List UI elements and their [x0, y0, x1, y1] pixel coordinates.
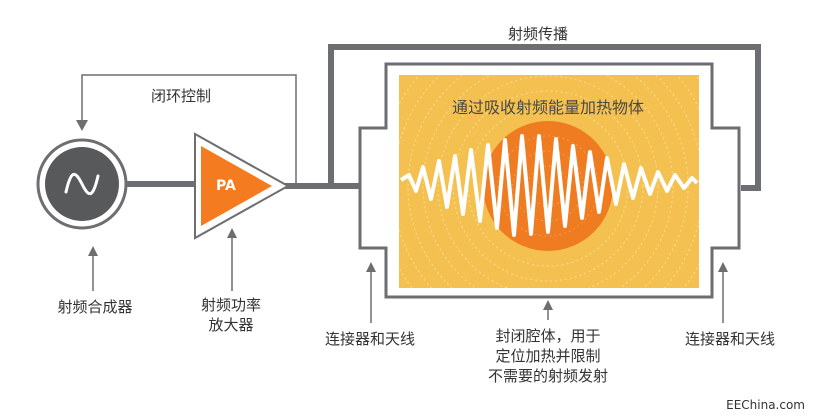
rf-wave: [399, 134, 699, 237]
closed-loop-arrowhead: [76, 120, 88, 131]
pa-label: PA: [216, 178, 236, 194]
rf-propagation-label: 射频传播: [507, 25, 568, 43]
rf-synth-label: 射频合成器: [57, 298, 133, 316]
connector-left-label: 连接器和天线: [324, 330, 415, 348]
cavity-note-label: 封闭腔体，用于 定位加热并限制 不需要的射频发射: [487, 327, 608, 385]
sine-wave-icon: [64, 173, 100, 195]
rf-amp-label: 射频功率 放大器: [200, 296, 261, 334]
heating-title: 通过吸收射频能量加热物体: [451, 98, 644, 117]
closed-loop-label: 闭环控制: [150, 87, 211, 105]
watermark: EEChina.com: [726, 398, 805, 412]
pointer-arrows: [88, 228, 728, 323]
pa-triangle-fill: [201, 146, 272, 226]
connector-right-label: 连接器和天线: [684, 330, 775, 348]
closed-loop-path: [81, 74, 297, 186]
